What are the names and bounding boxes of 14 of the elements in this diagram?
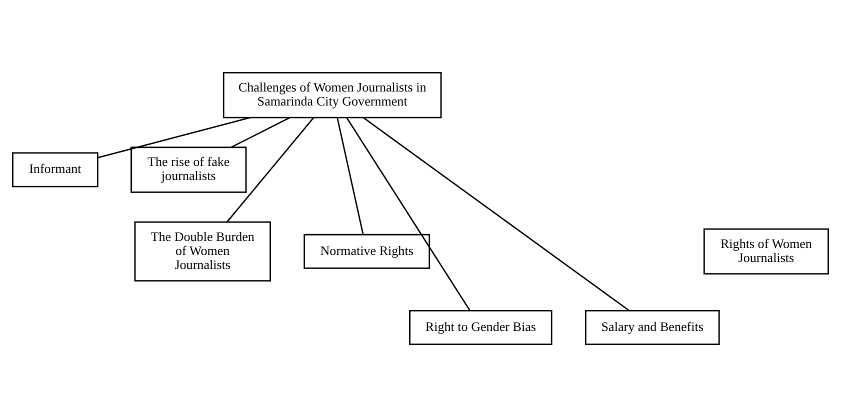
connector [226, 116, 314, 222]
connector [230, 116, 290, 148]
node-box: The rise of fake journalists [130, 146, 247, 192]
node-box: Informant [12, 152, 98, 187]
connector [346, 116, 470, 310]
connector [98, 116, 250, 158]
node-box: Rights of Women Journalists [703, 228, 829, 274]
node-box: Challenges of Women Journalists in Samarinda City Government [222, 72, 442, 118]
connector [336, 117, 364, 234]
node-box: The Double Burden of Women Journalists [134, 220, 271, 282]
connector [362, 116, 630, 311]
node-box: Right to Gender Bias [409, 309, 552, 344]
node-box: Normative Rights [304, 233, 430, 268]
node-box: Salary and Benefits [584, 309, 720, 344]
